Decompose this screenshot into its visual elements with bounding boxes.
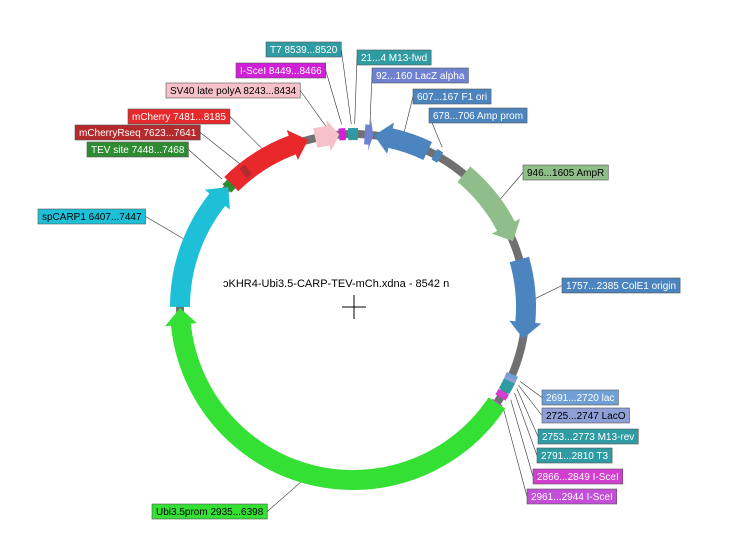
label-mcherryrseq: mCherryRseq 7623...7641	[74, 124, 201, 141]
feature-f1ori	[374, 122, 433, 160]
leader-t7	[340, 49, 352, 125]
label-ampprom: 678...706 Amp prom	[428, 107, 528, 124]
svg-text:678...706 Amp prom: 678...706 Amp prom	[433, 111, 523, 122]
leader-mcherryrseq	[200, 132, 240, 164]
svg-text:Ubi3.5prom 2935...6398: Ubi3.5prom 2935...6398	[156, 507, 264, 518]
feature-cole1	[509, 256, 542, 339]
svg-text:21...4 M13-fwd: 21...4 M13-fwd	[361, 53, 427, 64]
leader-f1ori	[404, 96, 414, 132]
svg-text:I-SceI 8449...8466: I-SceI 8449...8466	[240, 66, 322, 77]
label-mcherry: mCherry 7481...8185	[127, 108, 231, 125]
leader-tev	[188, 149, 223, 180]
svg-text:mCherry 7481...8185: mCherry 7481...8185	[132, 112, 226, 123]
svg-text:mCherryRseq 7623...7641: mCherryRseq 7623...7641	[79, 128, 197, 139]
leader-scei-2	[510, 399, 534, 477]
leader-m13fwd	[354, 57, 358, 125]
leader-cole1	[535, 285, 563, 299]
center-crosshair	[342, 295, 366, 319]
label-m13rev: 2753...2773 M13-rev	[537, 428, 639, 445]
label-f1ori: 607...167 F1 ori	[412, 88, 492, 105]
feature-m13fwd	[351, 128, 359, 141]
svg-text:2725...2747 LacO: 2725...2747 LacO	[546, 411, 626, 422]
svg-text:607...167 F1 ori: 607...167 F1 ori	[417, 92, 487, 103]
map-title: ɔKHR4-Ubi3.5-CARP-TEV-mCh.xdna - 8542 n	[223, 278, 449, 290]
feature-scei-1	[338, 128, 346, 141]
feature-scei-2	[495, 388, 510, 401]
label-scei-2: 2866...2849 I-SceI	[532, 468, 624, 485]
feature-mcherry	[224, 130, 309, 192]
label-scei-1: I-SceI 8449...8466	[235, 62, 327, 79]
label-laco: 2725...2747 LacO	[541, 407, 630, 424]
leader-ubi	[267, 482, 301, 512]
leader-sv40	[299, 90, 326, 127]
feature-ampprom	[431, 149, 444, 163]
label-cole1: 1757...2385 ColE1 origin	[561, 277, 681, 294]
leader-t3	[514, 392, 538, 456]
leader-m13rev	[516, 388, 539, 437]
svg-text:spCARP1 6407...7447: spCARP1 6407...7447	[42, 212, 142, 223]
feature-t3	[498, 382, 513, 395]
label-spcarp: spCARP1 6407...7447	[37, 208, 146, 225]
label-t3: 2791...2810 T3	[536, 447, 613, 464]
label-sv40: SV40 late polyA 8243...8434	[165, 82, 301, 99]
feature-ubi	[164, 308, 506, 490]
leader-lacz	[369, 75, 373, 125]
feature-tev	[222, 179, 236, 193]
leader-spcarp	[145, 216, 184, 239]
leader-scei-1	[325, 70, 342, 125]
leader-lines	[145, 49, 563, 512]
svg-text:2791...2810 T3: 2791...2810 T3	[541, 451, 609, 462]
label-scei-3: 2961...2944 I-SceI	[526, 488, 618, 505]
svg-text:2691...2720 lac: 2691...2720 lac	[546, 393, 614, 404]
label-t7: T7 8539...8520	[265, 41, 342, 58]
feature-m13rev	[501, 378, 515, 390]
leader-lac	[519, 381, 543, 398]
label-lacz: 92...160 LacZ alpha	[371, 67, 469, 84]
svg-text:2961...2944 I-SceI: 2961...2944 I-SceI	[531, 492, 613, 503]
label-lac: 2691...2720 lac	[541, 389, 619, 406]
feature-lacz	[364, 118, 374, 151]
label-ampr: 946...1605 AmpR	[522, 164, 609, 181]
leader-laco	[518, 385, 543, 416]
label-tev: TEV site 7448...7468	[86, 141, 189, 158]
feature-mcherryrseq	[239, 164, 252, 179]
leader-mcherry	[229, 116, 263, 149]
label-ubi: Ubi3.5prom 2935...6398	[151, 503, 268, 520]
svg-text:T7 8539...8520: T7 8539...8520	[270, 45, 338, 56]
svg-text:SV40 late polyA 8243...8434: SV40 late polyA 8243...8434	[170, 86, 297, 97]
svg-text:2866...2849 I-SceI: 2866...2849 I-SceI	[537, 472, 619, 483]
feature-ampr	[457, 166, 521, 242]
leader-scei-3	[503, 410, 528, 497]
svg-text:TEV site 7448...7468: TEV site 7448...7468	[91, 145, 185, 156]
svg-text:946...1605 AmpR: 946...1605 AmpR	[527, 168, 604, 179]
svg-text:2753...2773 M13-rev: 2753...2773 M13-rev	[542, 432, 634, 443]
svg-text:1757...2385 ColE1 origin: 1757...2385 ColE1 origin	[566, 281, 676, 292]
feature-sv40	[313, 119, 340, 152]
leader-ampr	[500, 172, 524, 199]
label-m13fwd: 21...4 M13-fwd	[356, 49, 432, 66]
feature-arcs	[164, 118, 542, 490]
feature-spcarp	[170, 187, 230, 307]
svg-text:92...160 LacZ alpha: 92...160 LacZ alpha	[376, 71, 465, 82]
